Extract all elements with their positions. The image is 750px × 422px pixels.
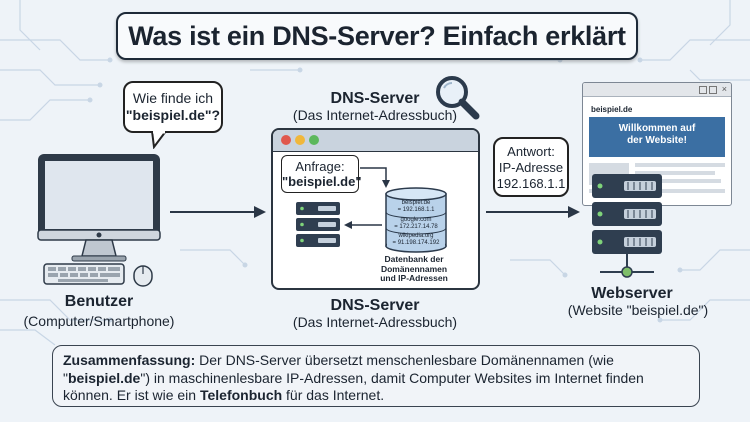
browser-minimize-icon [699, 86, 707, 94]
browser-titlebar: × [583, 83, 731, 97]
browser-url: beispiel.de [591, 105, 633, 114]
dns-server-top-label: DNS-Server [330, 90, 420, 107]
page-title: Was ist ein DNS-Server? Einfach erklärt [116, 12, 638, 60]
webserver-rack-icon [592, 174, 662, 278]
answer-line2: IP-Adresse [498, 160, 564, 175]
summary-phonebook: Telefonbuch [199, 387, 283, 403]
request-bubble: Anfrage: "beispiel.de" [281, 155, 362, 193]
dns-server-bottom-label: DNS-Server [330, 297, 420, 314]
db-entry-2-name: google.com [400, 217, 432, 223]
request-line1: Anfrage: [295, 159, 345, 174]
summary-domain: beispiel.de [67, 369, 141, 386]
computer-icon [37, 154, 161, 287]
welcome-line1: Willkommen auf [618, 123, 696, 134]
db-entry-3-name: wikipedia.org [398, 233, 434, 239]
database-caption: Datenbank der Domänennamen und IP-Adress… [376, 254, 452, 284]
answer-line3: 192.168.1.1 [496, 176, 566, 191]
database-icon [385, 187, 447, 253]
summary-text-3: für das Internet. [282, 387, 385, 403]
dns-server-top-sublabel: (Das Internet-Adressbuch) [292, 107, 458, 123]
db-caption-line1: Datenbank der [384, 254, 444, 264]
db-entry-3: wikipedia.org = 91.198.174.192 [385, 233, 447, 247]
summary-text-1: Der DNS-Server übersetzt menschenlesbare… [63, 352, 614, 386]
db-entry-3-ip: = 91.198.174.192 [392, 240, 440, 246]
user-bubble-tail [150, 131, 168, 149]
welcome-line2: der Website! [627, 135, 687, 146]
dns-server-rack-icon [296, 202, 340, 247]
user-question-bubble: Wie finde ich "beispiel.de"? [123, 81, 223, 133]
arrow-user-to-dns [170, 206, 266, 218]
user-question-line2: "beispiel.de"? [125, 107, 221, 123]
summary-text-2: ") in maschinenlesbare IP-Adressen, dami… [63, 369, 644, 404]
answer-bubble: Antwort: IP-Adresse 192.168.1.1 [493, 137, 569, 197]
minimize-dot-icon [295, 135, 305, 145]
user-sublabel: (Computer/Smartphone) [23, 313, 175, 329]
db-entry-1: beispiel.de = 192.168.1.1 [385, 200, 447, 214]
user-label: Benutzer [64, 293, 134, 310]
maximize-dot-icon [309, 135, 319, 145]
answer-line1: Antwort: [507, 144, 555, 159]
website-hero-banner: Willkommen auf der Website! [589, 117, 725, 157]
request-line2: "beispiel.de" [282, 174, 362, 189]
summary-label: Zusammenfassung: [63, 352, 196, 368]
browser-maximize-icon [709, 86, 717, 94]
summary-box: Zusammenfassung: Der DNS-Server übersetz… [52, 345, 700, 407]
close-dot-icon [281, 135, 291, 145]
db-caption-line3: und IP-Adressen [380, 273, 448, 283]
db-entry-2-ip: = 172.217.14.78 [394, 224, 438, 230]
db-caption-line2: Domänennamen [380, 263, 448, 274]
window-titlebar [273, 130, 478, 152]
webserver-sublabel: (Website "beispiel.de") [567, 302, 709, 318]
dns-server-bottom-sublabel: (Das Internet-Adressbuch) [292, 314, 458, 330]
browser-close-icon: × [721, 84, 727, 94]
dns-flow-arrows [344, 167, 390, 229]
db-entry-1-ip: = 192.168.1.1 [397, 207, 435, 213]
webserver-label: Webserver [591, 285, 673, 302]
magnifier-icon [436, 76, 480, 120]
user-question-line1: Wie finde ich [132, 90, 214, 106]
db-entry-2: google.com = 172.217.14.78 [385, 217, 447, 231]
arrow-dns-to-webserver [486, 206, 580, 218]
db-entry-1-name: beispiel.de [401, 200, 431, 206]
